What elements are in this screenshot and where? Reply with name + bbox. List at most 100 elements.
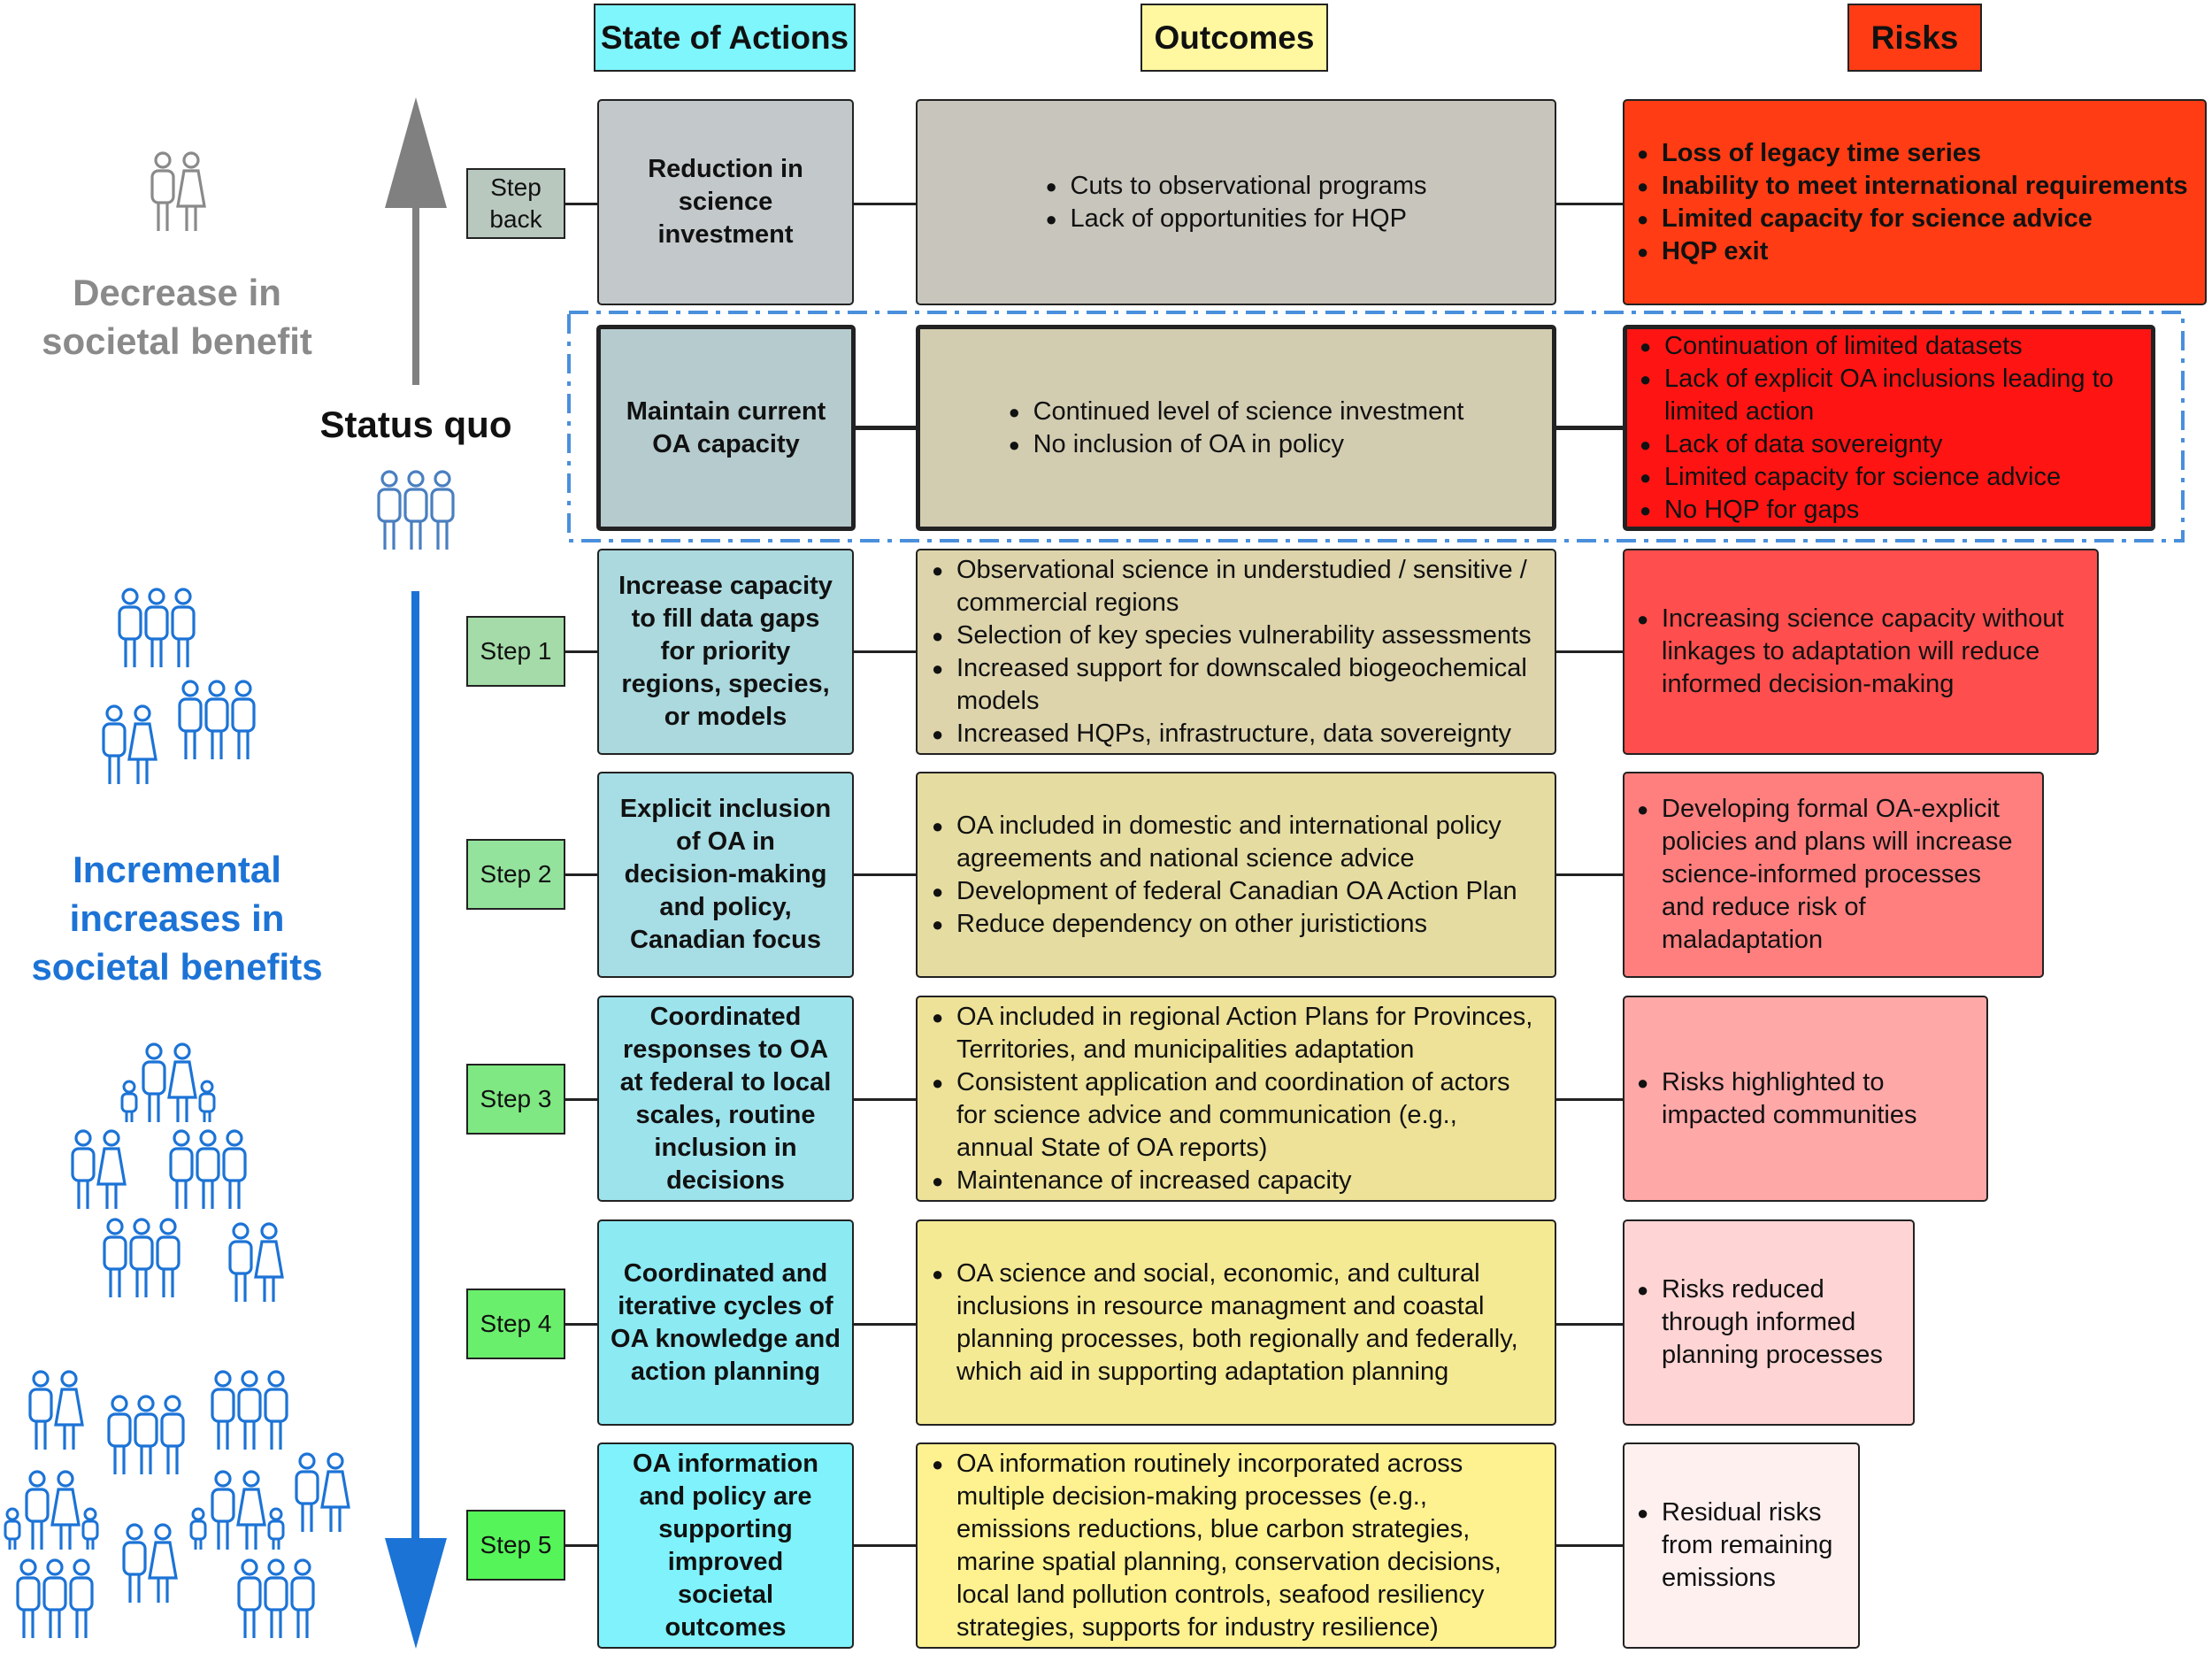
- action-box-step-2: Explicit inclusion of OA in decision-mak…: [597, 772, 854, 978]
- connector-line: [854, 650, 916, 653]
- risk-list: Increasing science capacity without link…: [1637, 603, 2085, 701]
- risk-list: Developing formal OA-explicit policies a…: [1637, 793, 2030, 957]
- risk-box-step-2: Developing formal OA-explicit policies a…: [1623, 772, 2044, 978]
- step-1-label: Step 1: [466, 616, 565, 687]
- risk-list: Residual risks from remaining emissions: [1637, 1496, 1846, 1595]
- outcome-item: OA included in domestic and internationa…: [932, 810, 1540, 875]
- outcome-item: Increased support for downscaled biogeoc…: [932, 652, 1540, 718]
- step-3-label: Step 3: [466, 1064, 565, 1135]
- connector-line: [1556, 873, 1623, 876]
- people-pair-icon: [296, 1454, 349, 1532]
- outcome-item: Increased HQPs, infrastructure, data sov…: [932, 718, 1540, 750]
- risk-item: Inability to meet international requirem…: [1637, 170, 2188, 203]
- connector-line: [565, 1323, 597, 1326]
- action-box-reduction: Reduction in science investment: [597, 99, 854, 305]
- people-pair-icon: [30, 1372, 82, 1450]
- outcome-list: Continued level of science investment No…: [1009, 396, 1464, 461]
- connector-line: [854, 1544, 916, 1547]
- connector-line: [565, 1544, 597, 1547]
- risk-item: No HQP for gaps: [1640, 494, 2139, 527]
- people-group-icon: [239, 1560, 313, 1638]
- outcome-item: Lack of opportunities for HQP: [1046, 203, 1427, 235]
- outcome-list: OA included in domestic and internationa…: [932, 810, 1540, 941]
- connector-line: [856, 426, 916, 430]
- connector-line: [854, 1323, 916, 1326]
- risk-item: Lack of data sovereignty: [1640, 428, 2139, 461]
- risk-item: Risks highlighted to impacted communitie…: [1637, 1066, 1974, 1132]
- outcome-box-step-2: OA included in domestic and internationa…: [916, 772, 1556, 978]
- risk-item: Increasing science capacity without link…: [1637, 603, 2085, 701]
- risk-item: Lack of explicit OA inclusions leading t…: [1640, 363, 2139, 428]
- increase-arrow: [385, 591, 447, 1649]
- outcome-box-step-5: OA information routinely incorporated ac…: [916, 1442, 1556, 1649]
- people-group-icon: [212, 1372, 287, 1450]
- connector-line: [1556, 650, 1623, 653]
- risk-item: Continuation of limited datasets: [1640, 330, 2139, 363]
- action-box-step-3: Coordinated responses to OA at federal t…: [597, 996, 854, 1202]
- outcome-item: Continued level of science investment: [1009, 396, 1464, 428]
- people-pair-icon: [124, 1525, 176, 1603]
- outcome-item: Reduce dependency on other juristictions: [932, 908, 1540, 941]
- connector-line: [854, 873, 916, 876]
- people-pair-icon: [230, 1224, 282, 1302]
- risk-list: Continuation of limited datasets Lack of…: [1640, 330, 2139, 527]
- status-quo-label: Status quo: [319, 404, 512, 445]
- risk-item: Limited capacity for science advice: [1637, 203, 2188, 235]
- connector-line: [1556, 1544, 1623, 1547]
- risk-item: Risks reduced through informed planning …: [1637, 1273, 1901, 1372]
- outcome-box-reduction: Cuts to observational programs Lack of o…: [916, 99, 1556, 305]
- risk-box-step-3: Risks highlighted to impacted communitie…: [1623, 996, 1988, 1202]
- people-icons-layer: [0, 0, 566, 1654]
- people-pair-gray-icon: [152, 153, 204, 231]
- people-group-icon: [119, 589, 194, 667]
- connector-line: [565, 650, 597, 653]
- connector-line: [565, 873, 597, 876]
- outcome-item: OA included in regional Action Plans for…: [932, 1001, 1540, 1066]
- family-icon: [191, 1472, 283, 1550]
- people-group-icon: [104, 1219, 179, 1297]
- outcome-item: Selection of key species vulnerability a…: [932, 619, 1540, 652]
- connector-line: [565, 1098, 597, 1101]
- outcome-list: Observational science in understudied / …: [932, 554, 1540, 750]
- risk-list: Risks reduced through informed planning …: [1637, 1273, 1901, 1372]
- decrease-label: Decrease in societal benefit: [42, 272, 312, 362]
- status-quo-frame: [567, 311, 2185, 542]
- header-risks: Risks: [1847, 4, 1982, 72]
- risk-list: Loss of legacy time series Inability to …: [1637, 137, 2188, 268]
- risk-item: Limited capacity for science advice: [1640, 461, 2139, 494]
- family-icon: [5, 1472, 97, 1550]
- connector-line: [565, 203, 597, 205]
- outcome-box-step-3: OA included in regional Action Plans for…: [916, 996, 1556, 1202]
- people-group-icon: [109, 1396, 183, 1474]
- outcome-item: Maintenance of increased capacity: [932, 1165, 1540, 1197]
- outcome-list: Cuts to observational programs Lack of o…: [1046, 170, 1427, 235]
- people-pair-icon: [73, 1131, 125, 1209]
- risk-box-step-4: Risks reduced through informed planning …: [1623, 1219, 1915, 1426]
- people-group-icon: [379, 472, 453, 550]
- step-5-label: Step 5: [466, 1510, 565, 1581]
- action-box-step-1: Increase capacity to fill data gaps for …: [597, 549, 854, 755]
- people-group-icon: [180, 681, 254, 759]
- connector-line: [1556, 426, 1623, 430]
- outcome-item: Consistent application and coordination …: [932, 1066, 1540, 1165]
- connector-line: [854, 1098, 916, 1101]
- connector-line: [854, 203, 916, 205]
- increase-label: Incremental increases in societal benefi…: [31, 849, 323, 988]
- risk-item: Residual risks from remaining emissions: [1637, 1496, 1846, 1595]
- people-pair-icon: [104, 706, 156, 784]
- action-box-step-5: OA information and policy are supporting…: [597, 1442, 854, 1649]
- action-box-maintain: Maintain current OA capacity: [596, 325, 856, 531]
- risk-box-maintain: Continuation of limited datasets Lack of…: [1623, 325, 2155, 531]
- outcome-box-step-4: OA science and social, economic, and cul…: [916, 1219, 1556, 1426]
- action-box-step-4: Coordinated and iterative cycles of OA k…: [597, 1219, 854, 1426]
- outcome-item: Cuts to observational programs: [1046, 170, 1427, 203]
- outcome-item: No inclusion of OA in policy: [1009, 428, 1464, 461]
- people-group-icon: [171, 1131, 245, 1209]
- risk-item: Loss of legacy time series: [1637, 137, 2188, 170]
- decrease-arrow: [385, 97, 447, 385]
- outcome-item: OA science and social, economic, and cul…: [932, 1258, 1540, 1389]
- outcome-box-maintain: Continued level of science investment No…: [916, 325, 1556, 531]
- step-back-label: Step back: [466, 168, 565, 239]
- people-group-icon: [18, 1560, 92, 1638]
- risk-box-reduction: Loss of legacy time series Inability to …: [1623, 99, 2207, 305]
